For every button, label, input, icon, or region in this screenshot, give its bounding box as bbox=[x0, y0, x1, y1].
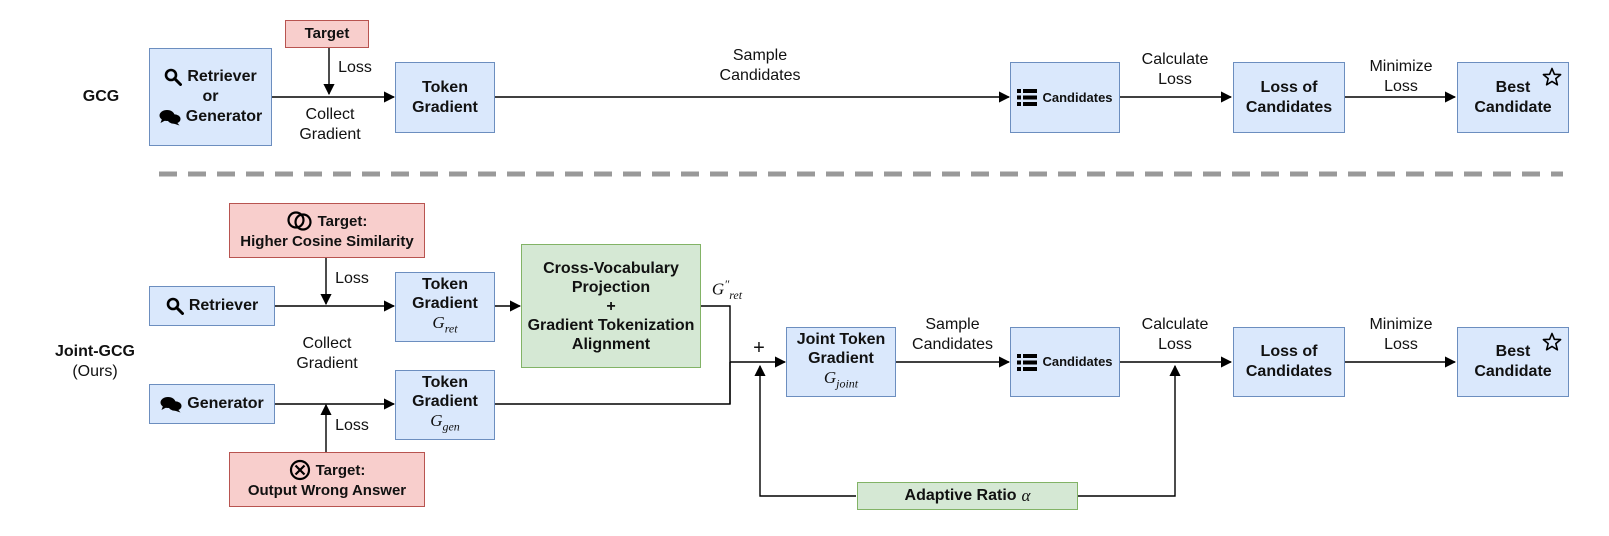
search-icon bbox=[165, 68, 183, 86]
joint-row-label: Joint-GCG(Ours) bbox=[55, 343, 135, 380]
joint-retriever-label: Retriever bbox=[188, 297, 259, 314]
arrow-adaptive-to-loss bbox=[1078, 364, 1181, 497]
g-ret-symbol: Gret bbox=[432, 313, 458, 336]
gcg-source-line1: Retriever bbox=[164, 67, 257, 87]
joint-candidates-box: Candidates bbox=[1010, 327, 1120, 397]
gcg-target-box: Target bbox=[285, 20, 369, 48]
line-projection-to-merge bbox=[701, 305, 731, 404]
gcg-loss-of-candidates-box: Loss of Candidates bbox=[1233, 62, 1345, 133]
joint-token-gradient-box: Joint Token Gradient Gjoint bbox=[786, 327, 896, 397]
joint-loss-of-candidates-box: Loss of Candidates bbox=[1233, 327, 1345, 397]
chat-icon bbox=[160, 396, 182, 412]
list-icon bbox=[1017, 353, 1038, 371]
gcg-source-line2: or bbox=[202, 88, 219, 105]
search-icon bbox=[166, 297, 184, 315]
chat-icon bbox=[159, 109, 181, 125]
gcg-candidates-box: Candidates bbox=[1010, 62, 1120, 133]
g-ret-projected-symbol: G″ret bbox=[711, 277, 743, 303]
gcg-row-label: GCG bbox=[82, 88, 120, 105]
cross-circle-icon bbox=[289, 459, 310, 481]
joint-best-candidate-box: Best Candidate bbox=[1457, 327, 1569, 397]
joint-generator-label: Generator bbox=[187, 395, 264, 412]
gcg-best-candidate-box: Best Candidate bbox=[1457, 62, 1569, 133]
line-gradient-gen-to-merge bbox=[495, 362, 731, 405]
joint-target-gen-box: Target: Output Wrong Answer bbox=[229, 452, 425, 507]
joint-retriever-box: Retriever bbox=[149, 286, 275, 326]
gcg-token-gradient-box: Token Gradient bbox=[395, 62, 495, 133]
joint-token-gradient-gen-box: Token Gradient Ggen bbox=[395, 370, 495, 440]
gcg-loss-label: Loss bbox=[338, 59, 372, 76]
joint-token-gradient-ret-box: Token Gradient Gret bbox=[395, 272, 495, 342]
alpha-symbol: α bbox=[1021, 486, 1031, 505]
gcg-target-label: Target bbox=[304, 25, 350, 42]
arrow-adaptive-to-merge bbox=[754, 364, 856, 497]
gcg-candidates-label: Candidates bbox=[1042, 89, 1113, 105]
adaptive-ratio-box: Adaptive Ratio α bbox=[857, 482, 1078, 510]
joint-target-ret-box: Target: Higher Cosine Similarity bbox=[229, 203, 425, 258]
joint-generator-box: Generator bbox=[149, 384, 275, 424]
star-icon bbox=[1542, 67, 1562, 86]
g-joint-symbol: Gjoint bbox=[823, 368, 859, 391]
g-gen-symbol: Ggen bbox=[430, 411, 460, 434]
joint-loss-bottom-label: Loss bbox=[335, 417, 369, 434]
list-icon bbox=[1017, 89, 1038, 106]
merge-plus-sign: + bbox=[753, 337, 765, 359]
gcg-source-line3: Generator bbox=[159, 107, 262, 127]
gcg-source-box: Retriever or Generator bbox=[149, 48, 272, 146]
joint-candidates-label: Candidates bbox=[1042, 354, 1113, 369]
star-icon bbox=[1542, 332, 1562, 351]
circles-icon bbox=[287, 211, 312, 231]
joint-projection-box: Cross-Vocabulary Projection + Gradient T… bbox=[521, 244, 701, 368]
joint-loss-top-label: Loss bbox=[335, 270, 369, 287]
